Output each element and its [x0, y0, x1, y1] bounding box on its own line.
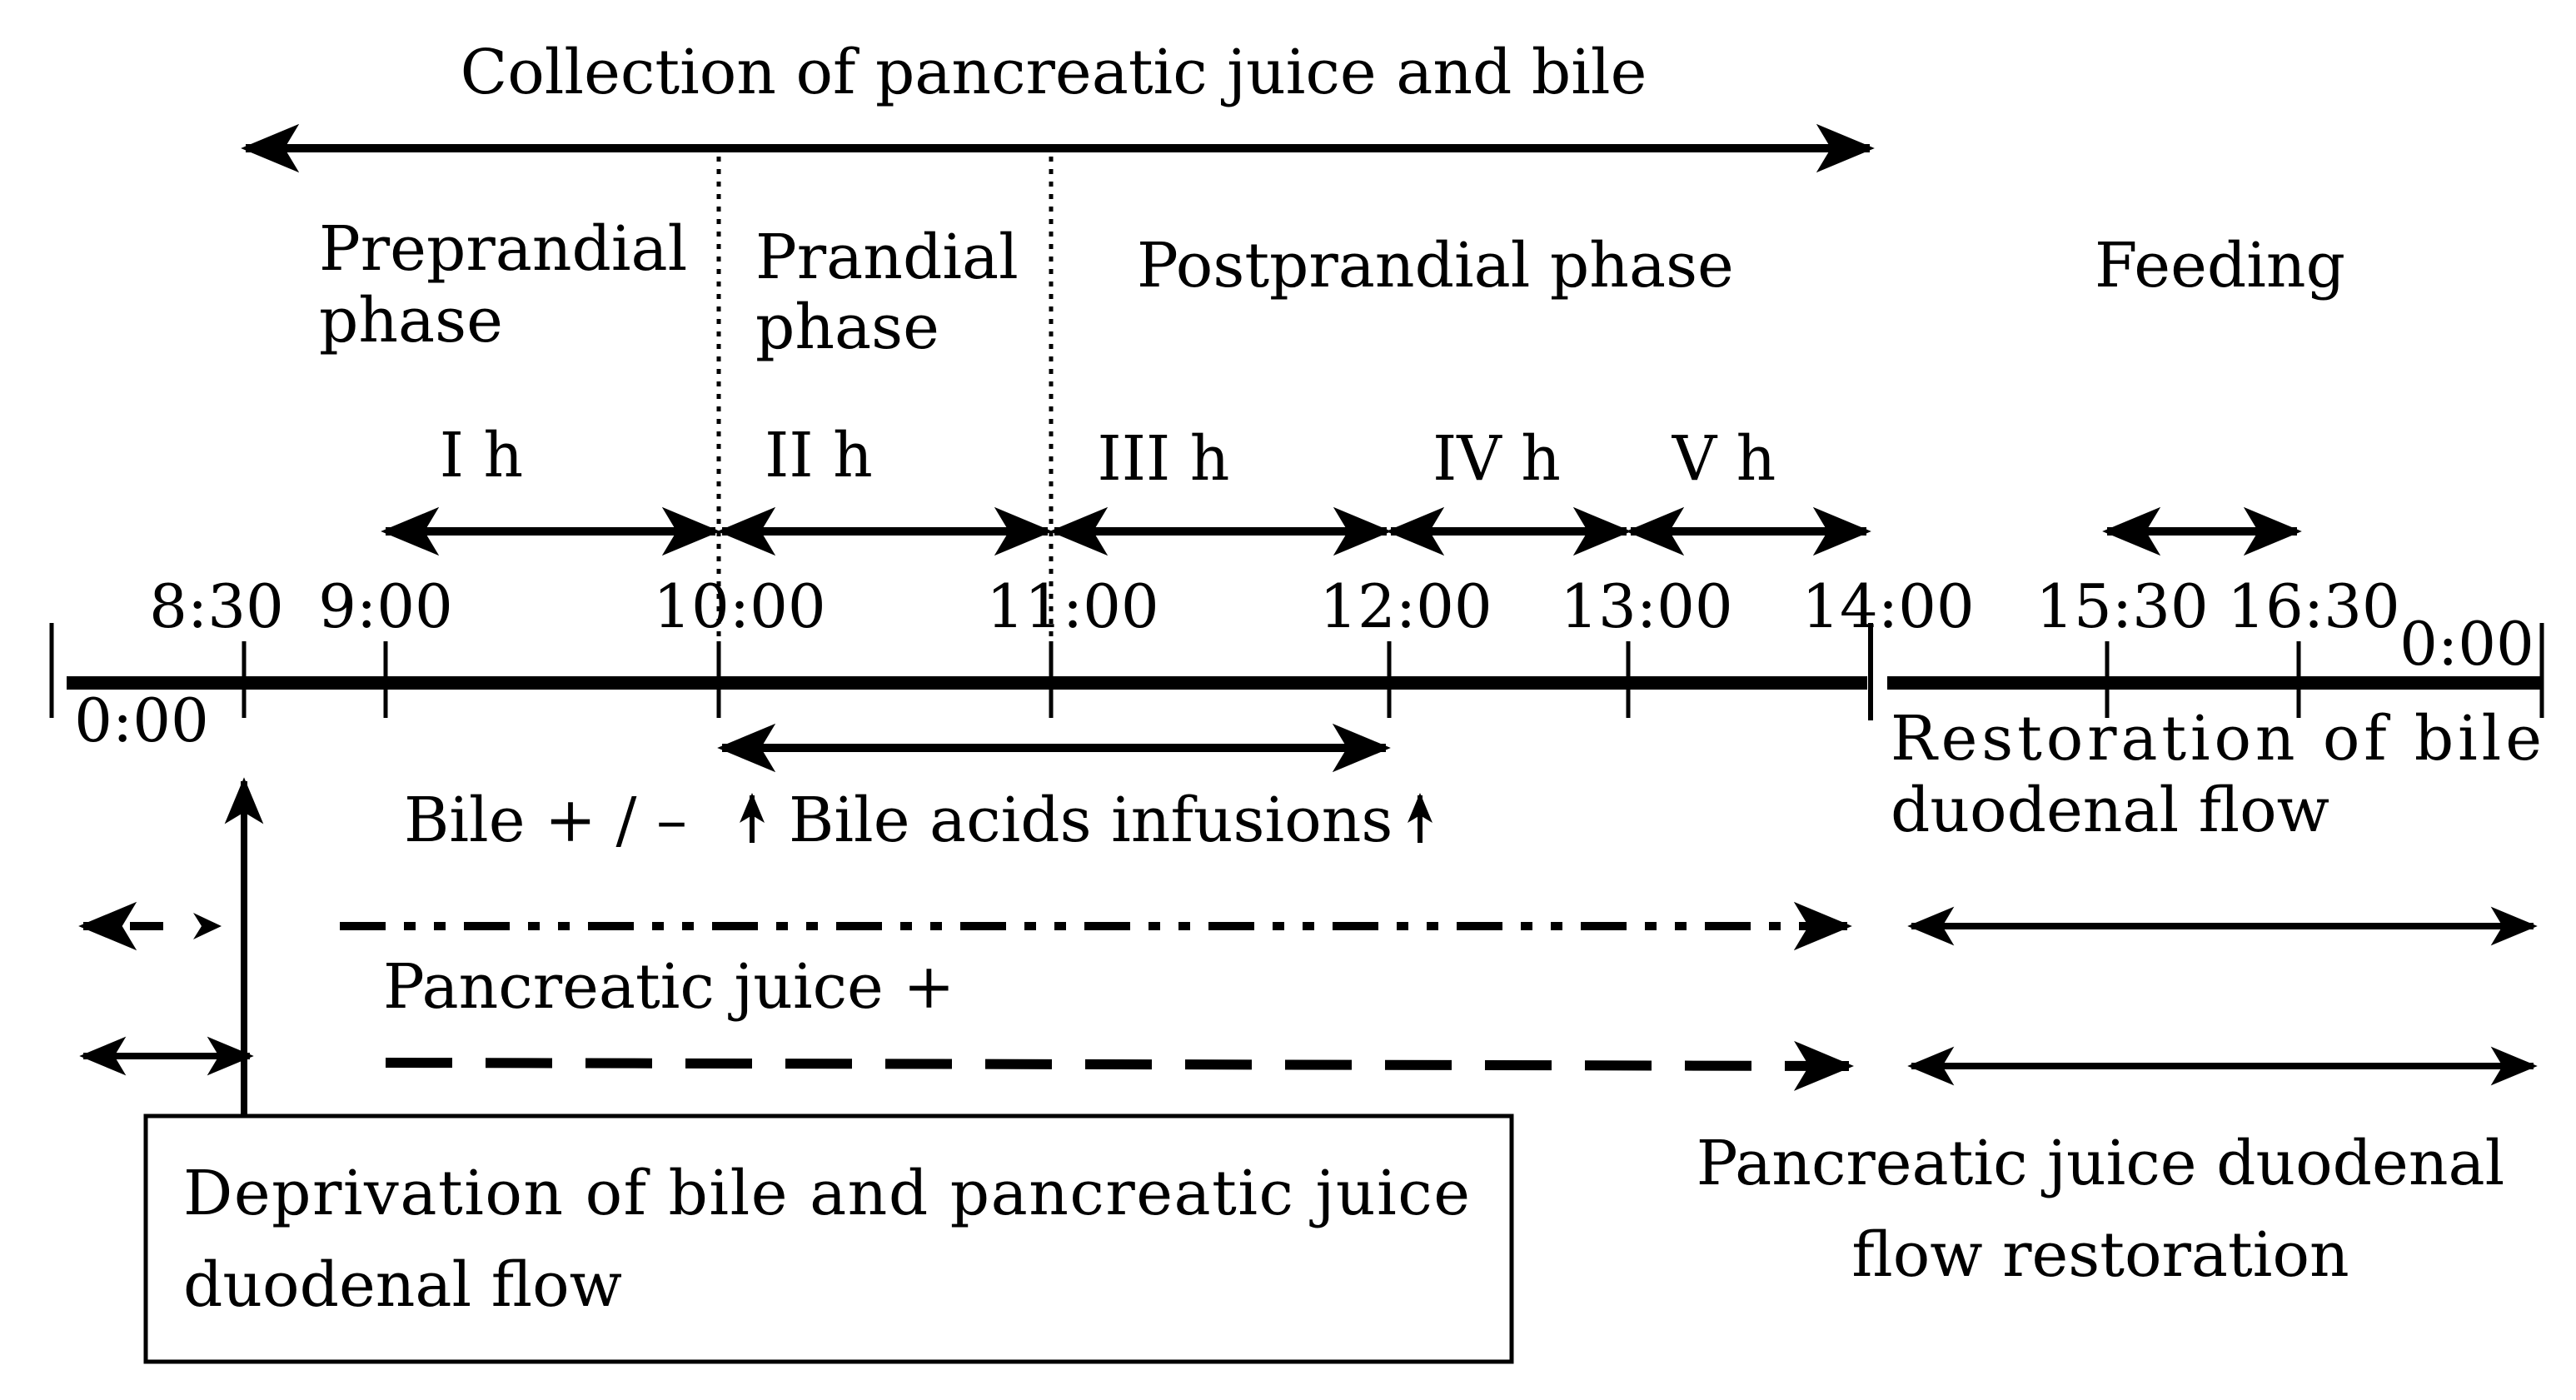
- preprandial-phase-label-line2: phase: [319, 285, 503, 356]
- pancreatic-restoration-line1: Pancreatic juice duodenal: [1697, 1128, 2505, 1199]
- bile-acids-infusions-label: Bile acids infusions: [789, 785, 1393, 856]
- feeding-label: Feeding: [2095, 230, 2345, 301]
- restoration-bile-line1: Restoration of bile: [1891, 703, 2542, 775]
- time-label-1630: 16:30: [2227, 571, 2400, 641]
- prandial-phase-label-line1: Prandial: [755, 222, 1019, 293]
- time-label-1000: 10:00: [653, 571, 826, 641]
- restoration-bile-line2: duodenal flow: [1891, 775, 2329, 846]
- time-label-1100: 11:00: [986, 571, 1159, 641]
- hour-label-5: V h: [1672, 423, 1776, 495]
- time-label-1200: 12:00: [1319, 571, 1492, 641]
- pancreatic-juice-label: Pancreatic juice +: [383, 951, 954, 1023]
- time-label-1400: 14:00: [1801, 571, 1975, 641]
- time-label-1530: 15:30: [2035, 571, 2209, 641]
- time-label-1300: 13:00: [1560, 571, 1733, 641]
- hour-label-4: IV h: [1432, 423, 1561, 495]
- hour-label-1: I h: [440, 420, 523, 491]
- preprandial-phase-label-line1: Preprandial: [319, 213, 687, 285]
- postprandial-phase-label: Postprandial phase: [1137, 230, 1734, 301]
- deprivation-box: [143, 1114, 1514, 1364]
- pancreatic-diverted-dashed-arrow: [385, 1040, 1854, 1091]
- collection-title: Collection of pancreatic juice and bile: [461, 37, 1647, 108]
- hour-label-3: III h: [1098, 423, 1230, 495]
- time-label-0830: 8:30: [149, 571, 284, 641]
- deprivation-text-line1: Deprivation of bile and pancreatic juice: [183, 1158, 1470, 1229]
- hour-label-2: II h: [765, 420, 873, 491]
- prandial-phase-label-line2: phase: [755, 291, 939, 363]
- time-label-0900: 9:00: [318, 571, 453, 641]
- time-label-0000-right: 0:00: [2399, 609, 2534, 679]
- bile-flow-pre-arrowhead: [193, 913, 222, 939]
- bile-label: Bile + / –: [404, 785, 687, 856]
- time-label-0000-left: 0:00: [74, 685, 209, 755]
- deprivation-text-line2: duodenal flow: [183, 1249, 622, 1321]
- pancreatic-restoration-line2: flow restoration: [1851, 1219, 2349, 1291]
